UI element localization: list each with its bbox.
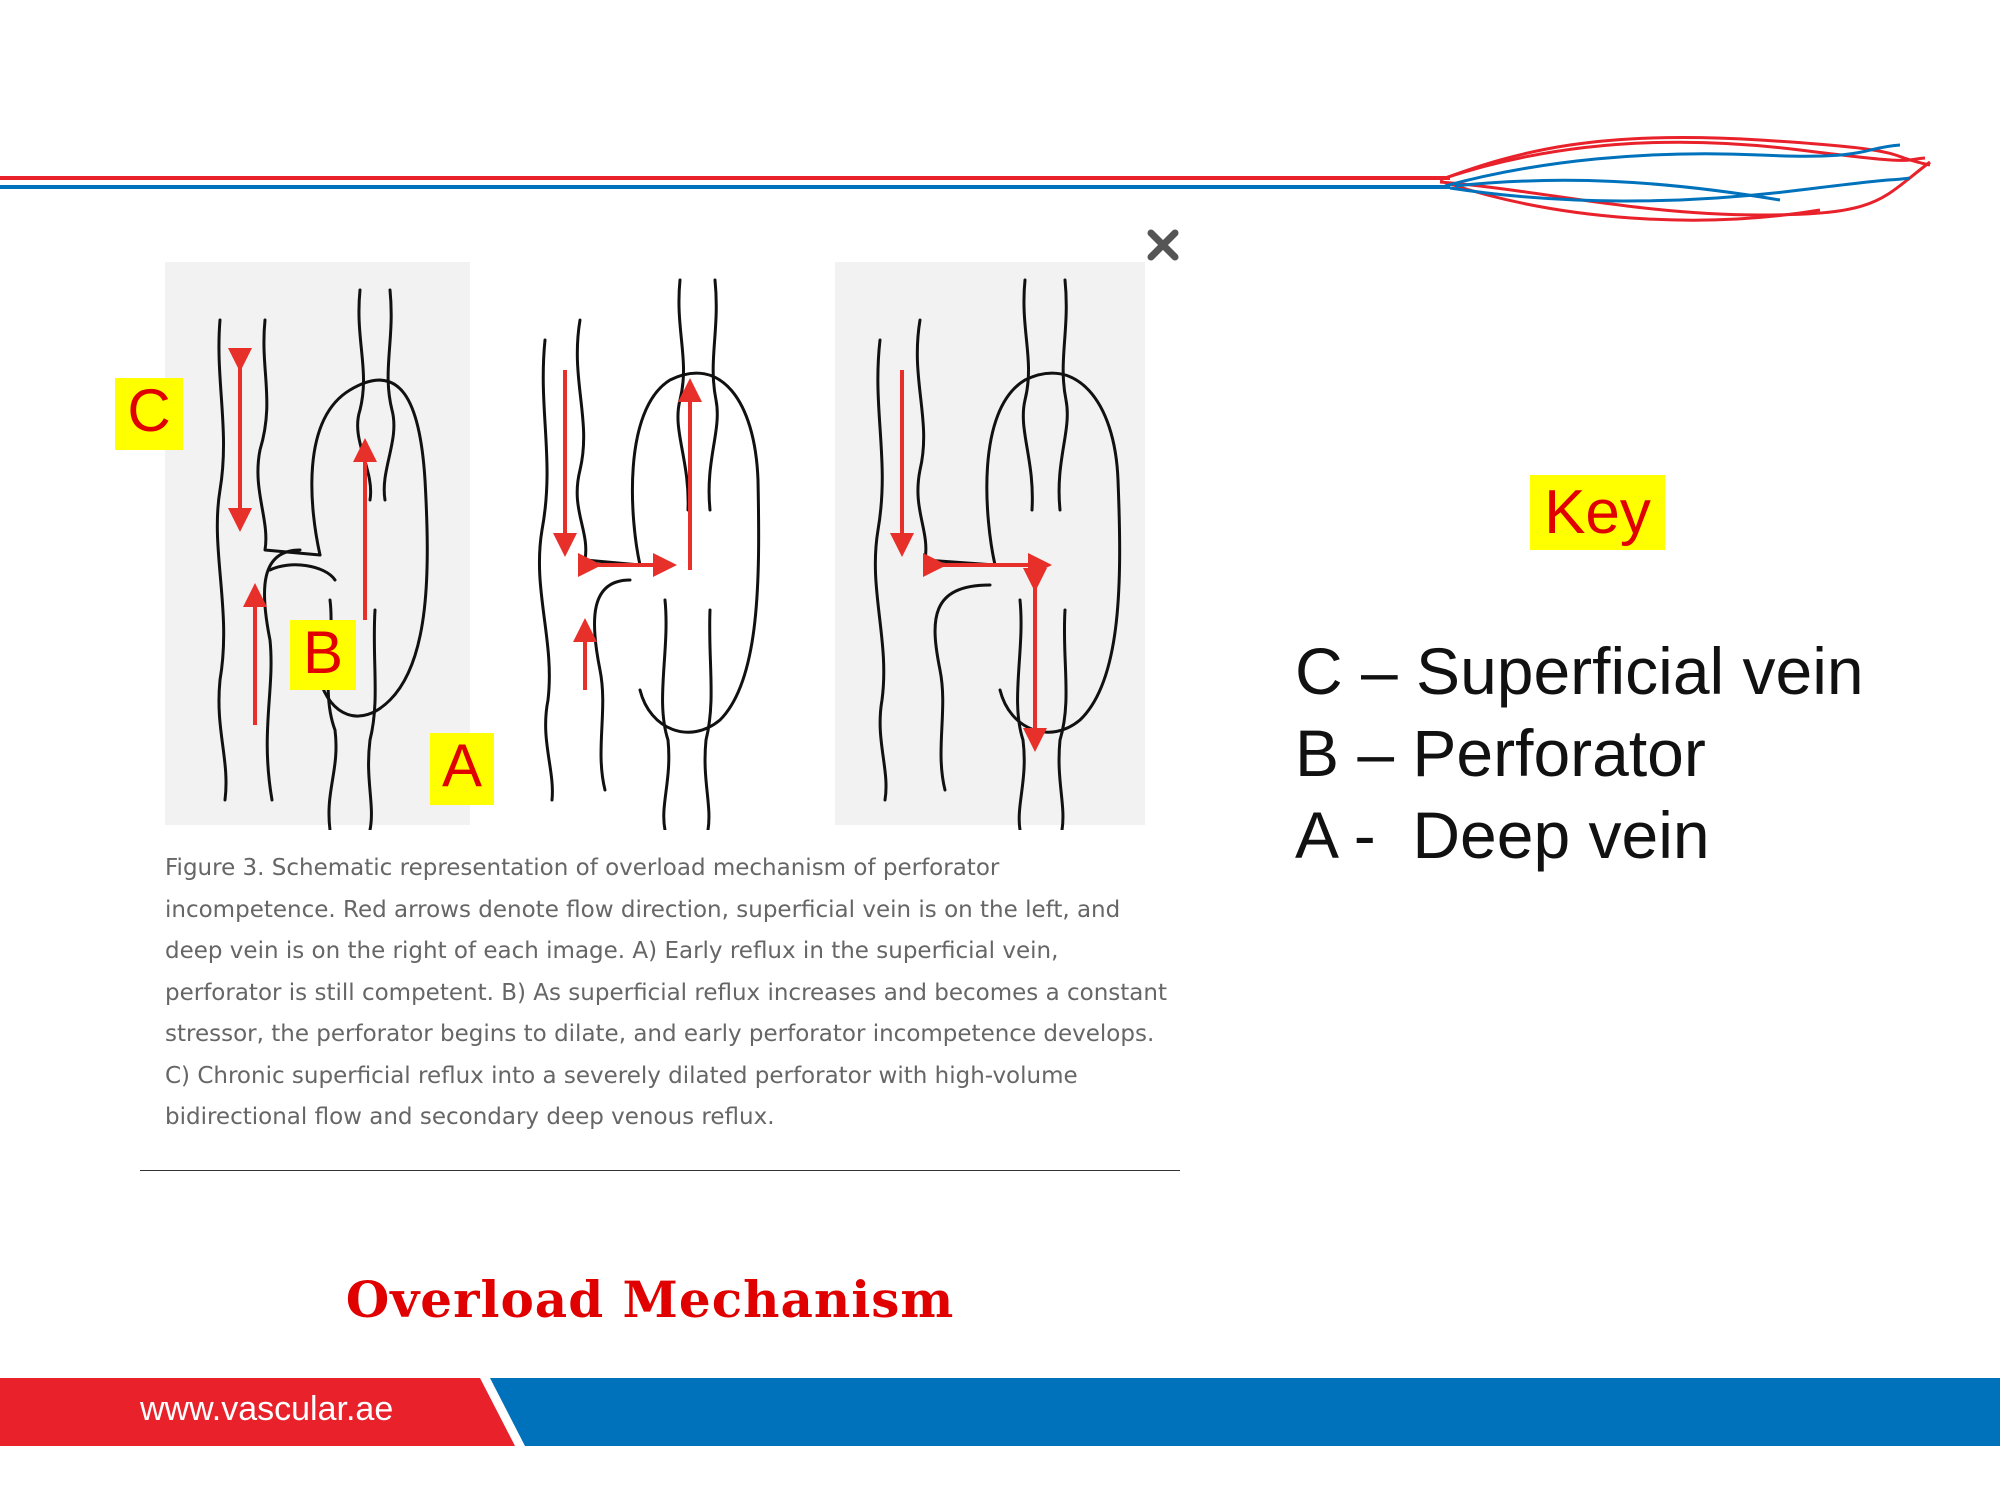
- label-a: A: [430, 733, 494, 805]
- panel-early-perforator-incompetence: [537, 278, 761, 830]
- key-title: Key: [1530, 475, 1665, 550]
- slide-title: Overload Mechanism: [345, 1270, 955, 1329]
- figure-caption: Figure 3. Schematic representation of ov…: [165, 855, 1167, 1130]
- close-icon[interactable]: [1143, 225, 1183, 265]
- footer-website-link[interactable]: www.vascular.ae: [140, 1390, 394, 1428]
- header-vein-lines: [0, 135, 1931, 222]
- key-item-deep-vein: A - Deep vein: [1295, 798, 1710, 872]
- label-b: B: [290, 620, 356, 690]
- key-item-superficial-vein: C – Superficial vein: [1295, 634, 1864, 708]
- footer-band: [0, 1378, 2000, 1446]
- vein-schematic-figure: [165, 262, 1145, 830]
- panel-chronic-reflux: [835, 262, 1145, 830]
- caption-divider: [140, 1170, 1180, 1171]
- label-c: C: [115, 378, 183, 450]
- key-list: C – Superficial vein B – Perforator A - …: [1295, 630, 1975, 876]
- key-item-perforator: B – Perforator: [1295, 716, 1706, 790]
- panel-early-reflux: [165, 262, 470, 830]
